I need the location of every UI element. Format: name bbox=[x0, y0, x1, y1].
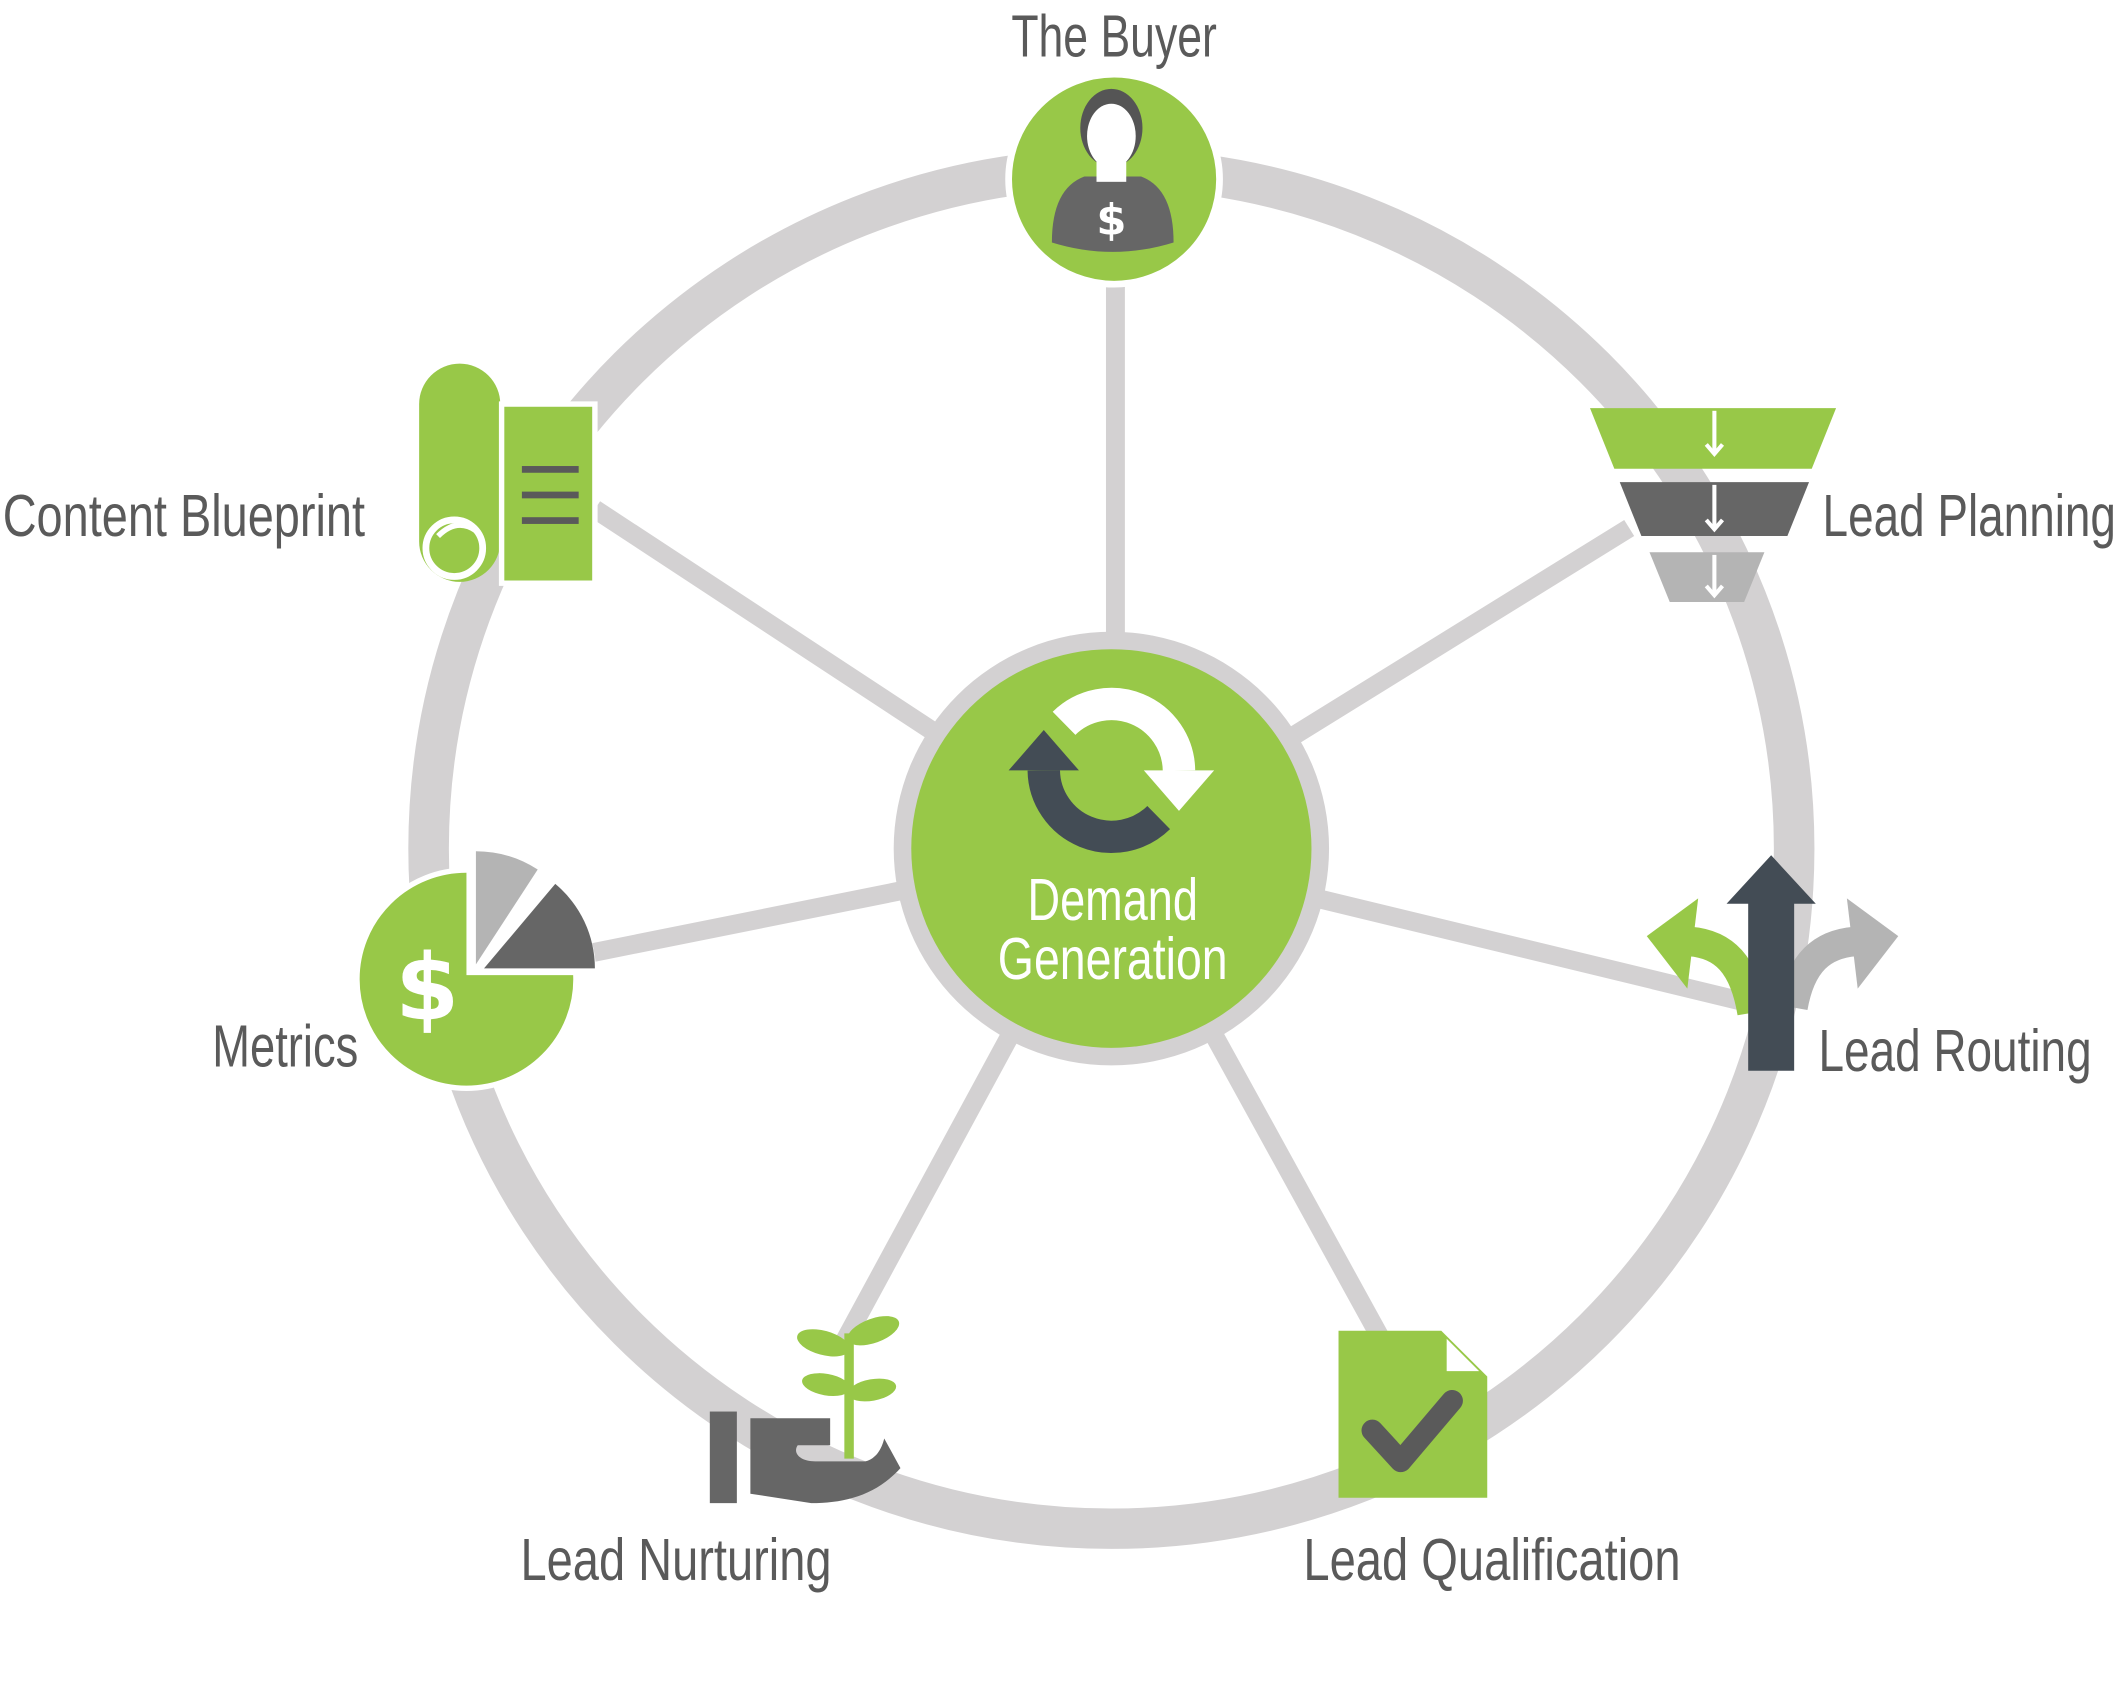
routing-arrowhead-right bbox=[1846, 898, 1899, 989]
scroll-text-line bbox=[521, 491, 579, 499]
scroll-text-line bbox=[521, 466, 579, 473]
sprout-leaf bbox=[802, 1373, 851, 1397]
buyer-dollar-symbol: $ bbox=[1096, 195, 1126, 245]
scroll-curl-outer bbox=[422, 516, 487, 580]
refresh-arrowhead-white bbox=[1143, 770, 1215, 811]
routing-arrows-icon bbox=[1646, 855, 1899, 1071]
center-label-line2: Generation bbox=[998, 925, 1228, 992]
label-lead-nurturing: Lead Nurturing bbox=[521, 1526, 832, 1593]
label-content-blueprint: Content Blueprint bbox=[3, 482, 366, 549]
node-lead-nurturing: Lead Nurturing bbox=[521, 1316, 901, 1593]
buyer-person-icon: $ bbox=[1051, 88, 1174, 252]
label-the-buyer: The Buyer bbox=[1011, 3, 1217, 70]
node-lead-planning: Lead Planning bbox=[1590, 408, 2116, 603]
metrics-dollar-symbol: $ bbox=[395, 935, 459, 1042]
refresh-arc-white bbox=[1052, 687, 1196, 772]
funnel-icon bbox=[1590, 408, 1837, 603]
refresh-cycle-icon bbox=[1008, 687, 1215, 853]
sprout-leaf bbox=[847, 1316, 900, 1346]
hand-cuff bbox=[709, 1411, 737, 1504]
pie-slice-light bbox=[475, 851, 538, 965]
scroll-curl-inner bbox=[436, 522, 478, 539]
check-mark-icon bbox=[1361, 1389, 1463, 1473]
hand-palm bbox=[750, 1418, 901, 1504]
refresh-arrowhead-dark bbox=[1008, 730, 1079, 771]
node-lead-routing: Lead Routing bbox=[1646, 855, 2092, 1084]
label-lead-planning: Lead Planning bbox=[1823, 482, 2116, 549]
label-metrics: Metrics bbox=[212, 1013, 358, 1080]
document-sheet bbox=[1338, 1330, 1488, 1498]
hand-sprout-icon bbox=[709, 1316, 901, 1504]
sprout-leaf bbox=[848, 1378, 897, 1402]
node-content-blueprint: Content Blueprint bbox=[3, 363, 598, 586]
center-label-line1: Demand bbox=[1028, 866, 1198, 933]
routing-arrowhead-left bbox=[1646, 898, 1699, 989]
buyer-face bbox=[1087, 103, 1136, 169]
funnel-tier-bottom bbox=[1649, 552, 1765, 603]
buyer-body bbox=[1051, 176, 1174, 252]
sprout-leaf bbox=[797, 1329, 850, 1357]
label-lead-qualification: Lead Qualification bbox=[1303, 1526, 1680, 1593]
routing-arrow-right-curve bbox=[1778, 926, 1857, 1011]
routing-arrow-up bbox=[1726, 855, 1816, 1071]
refresh-arc-dark bbox=[1027, 769, 1171, 853]
scroll-document-icon bbox=[419, 363, 598, 586]
checked-document-icon bbox=[1338, 1330, 1488, 1498]
node-metrics: $ Metrics bbox=[212, 845, 597, 1091]
funnel-down-arrows bbox=[1704, 410, 1725, 599]
node-lead-qualification: Lead Qualification bbox=[1303, 1330, 1681, 1593]
pie-chart-dollar-icon: $ bbox=[354, 845, 597, 1091]
label-lead-routing: Lead Routing bbox=[1818, 1017, 2091, 1084]
pie-slice-dark bbox=[484, 883, 595, 969]
scroll-text-line bbox=[521, 517, 579, 524]
scroll-roll bbox=[419, 363, 501, 582]
center-hub: Demand Generation bbox=[893, 631, 1330, 1066]
node-buyer: $ The Buyer bbox=[1005, 3, 1223, 288]
